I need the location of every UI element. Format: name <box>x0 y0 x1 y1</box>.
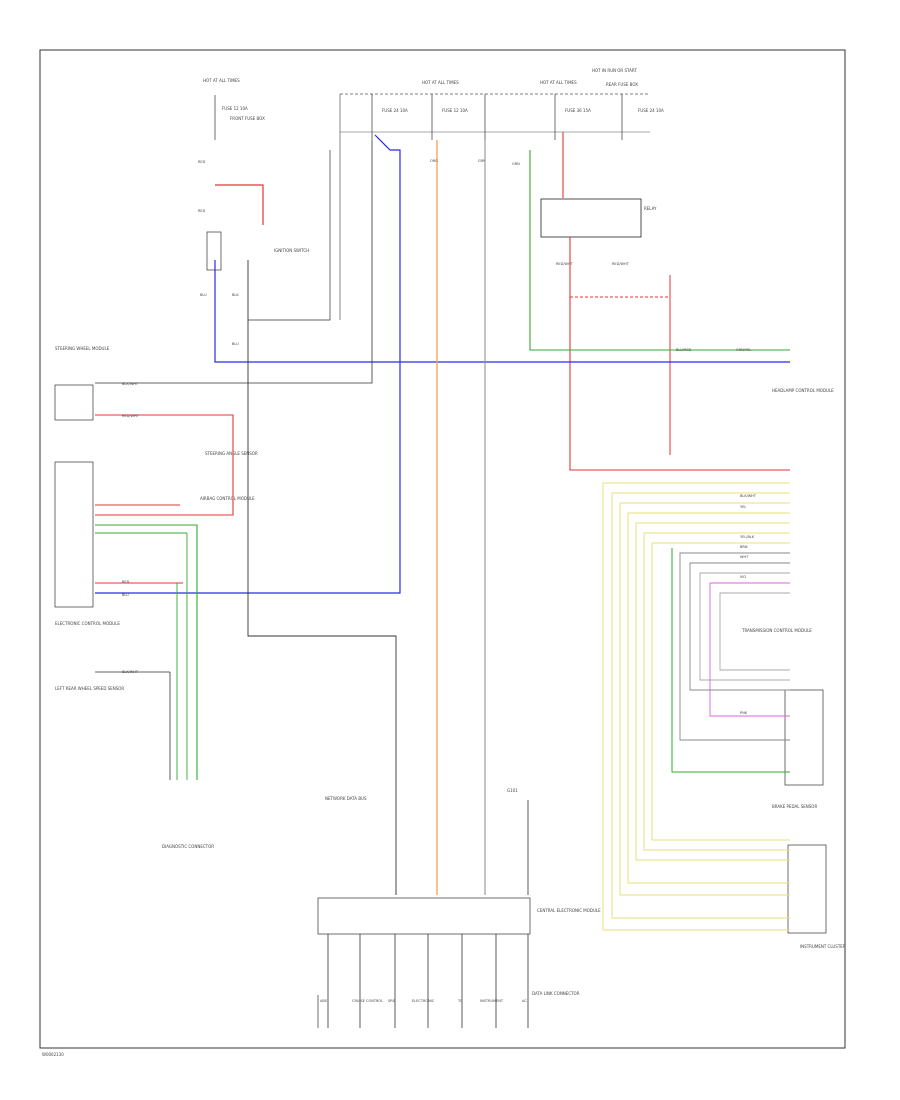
wire-label-red-wht-2: RED/WHT <box>612 262 630 266</box>
wire-red-module <box>95 414 234 516</box>
wire-label-blu-3: BLU <box>122 593 129 597</box>
airbag-control-module-label: AIRBAG CONTROL MODULE <box>200 496 255 501</box>
bottom-label-7: AC <box>522 999 527 1003</box>
data-link-label: DATA LINK CONNECTOR <box>532 991 580 996</box>
wire-label-vio: VIO <box>740 575 746 579</box>
wire-label-grn-yel: GRN/YEL <box>736 348 751 352</box>
wire-label-blk-wht-3: BLK/WHT <box>122 382 139 386</box>
fuse-caption-2: HOT AT ALL TIMES <box>422 80 459 85</box>
ignition-switch-label: IGNITION SWITCH <box>274 248 309 253</box>
wire-label-brn: BRN <box>740 545 748 549</box>
footer-code: W0002130 <box>42 1052 64 1057</box>
wire-label-blk-wht-2: BLK/WHT <box>122 670 139 674</box>
bottom-connector-stubs <box>327 934 529 1028</box>
wire-label-yel-blk: YEL/BLK <box>740 535 755 539</box>
wire-green-module <box>95 524 198 780</box>
fuse-caption-5: HOT IN RUN OR START <box>592 68 637 73</box>
page-border <box>39 49 846 1049</box>
wire-label-red-2: RED <box>198 209 206 213</box>
central-module-label: CENTRAL ELECTRONIC MODULE <box>537 908 601 913</box>
relay-body[interactable] <box>540 198 642 238</box>
wire-label-org: ORG <box>430 159 438 163</box>
transmission-module-label: TRANSMISSION CONTROL MODULE <box>741 628 812 633</box>
wire-black-steering <box>95 140 373 384</box>
relay-label: RELAY <box>644 206 657 211</box>
ground-point-label: G101 <box>507 788 518 793</box>
wire-label-blk: BLK <box>232 293 239 297</box>
bottom-label-6: INSTRUMENT <box>480 999 504 1003</box>
wire-label-red-wht: RED/WHT <box>556 262 574 266</box>
ignition-switch-body <box>206 231 222 271</box>
network-data-bus-label: NETWORK DATA BUS <box>325 796 367 801</box>
wire-blue-bus <box>214 260 790 363</box>
wire-label-red-wht-3: RED/WHT <box>122 414 140 418</box>
fuse-label-4: FUSE 36 15A <box>565 108 591 113</box>
brake-sensor-label: BRAKE PEDAL SENSOR <box>772 804 817 809</box>
wire-label-blu-2: BLU <box>232 342 239 346</box>
headlamp-module-label: HEADLAMP CONTROL MODULE <box>772 388 834 393</box>
wire-label-blu-red: BLU/RED <box>676 348 692 352</box>
wire-red-relay <box>569 237 790 471</box>
bottom-label-2: CRUISE CONTROL <box>352 999 383 1003</box>
wire-multi-right <box>679 552 790 741</box>
wire-label-wht: WHT <box>740 555 749 559</box>
wire-green-right <box>671 548 790 773</box>
wire-blue-drop <box>95 134 401 594</box>
steering-module-label: STEERING WHEEL MODULE <box>55 346 110 351</box>
wire-yellow-harness <box>602 482 790 931</box>
bottom-label-1: ABS <box>320 999 328 1003</box>
instrument-cluster-label: INSTRUMENT CLUSTER <box>800 944 846 949</box>
bottom-label-4: ELECTRONIC <box>412 999 435 1003</box>
electronic-control-module-label: ELECTRONIC CONTROL MODULE <box>55 621 120 626</box>
fuse-label-2: FUSE 24 10A <box>382 108 408 113</box>
central-module-box[interactable] <box>317 897 531 935</box>
wire-label-blu: BLU <box>200 293 207 297</box>
wire-label-pnk: PNK <box>740 711 748 715</box>
wire-label-yel: YEL <box>740 505 746 509</box>
bottom-label-3: SRS <box>388 999 396 1003</box>
wire-label-red-2b: RED <box>122 580 130 584</box>
fuse-box-left-label: FRONT FUSE BOX <box>230 116 265 121</box>
wire-black-ignition <box>247 260 397 895</box>
diagnostic-connector-label: DIAGNOSTIC CONNECTOR <box>162 844 214 849</box>
steering-module-box[interactable] <box>54 384 94 421</box>
fuse-caption-3: HOT AT ALL TIMES <box>540 80 577 85</box>
fuse-caption-1: HOT AT ALL TIMES <box>203 78 240 83</box>
bottom-labels: ABS CRUISE CONTROL SRS ELECTRONIC TC INS… <box>320 999 527 1003</box>
instrument-cluster-box[interactable] <box>787 844 827 934</box>
fuse-label-5: FUSE 24 10A <box>638 108 664 113</box>
left-rear-wheel-sensor-label: LEFT REAR WHEEL SPEED SENSOR <box>55 686 124 691</box>
wire-label-grn: GRN <box>512 162 520 166</box>
fuse-box-right-label: REAR FUSE BOX <box>606 82 638 87</box>
wire-label-blk-wht: BLK/WHT <box>740 494 757 498</box>
bottom-label-5: TC <box>457 999 463 1003</box>
wire-label-gry: GRY <box>478 159 486 163</box>
wire-green-relay <box>529 150 790 351</box>
wire-label-red: RED <box>198 160 206 164</box>
brake-sensor-box[interactable] <box>784 689 824 786</box>
fuse-taps <box>214 94 623 140</box>
electronic-control-module-box[interactable] <box>54 461 94 608</box>
fuse-label-1: FUSE 12 10A <box>222 106 248 111</box>
wire-black-relay-left <box>248 150 331 321</box>
steering-sensor-label: STEERING ANGLE SENSOR <box>205 451 258 456</box>
fuse-label-3: FUSE 12 10A <box>442 108 468 113</box>
wire-red-ignition <box>215 184 264 225</box>
